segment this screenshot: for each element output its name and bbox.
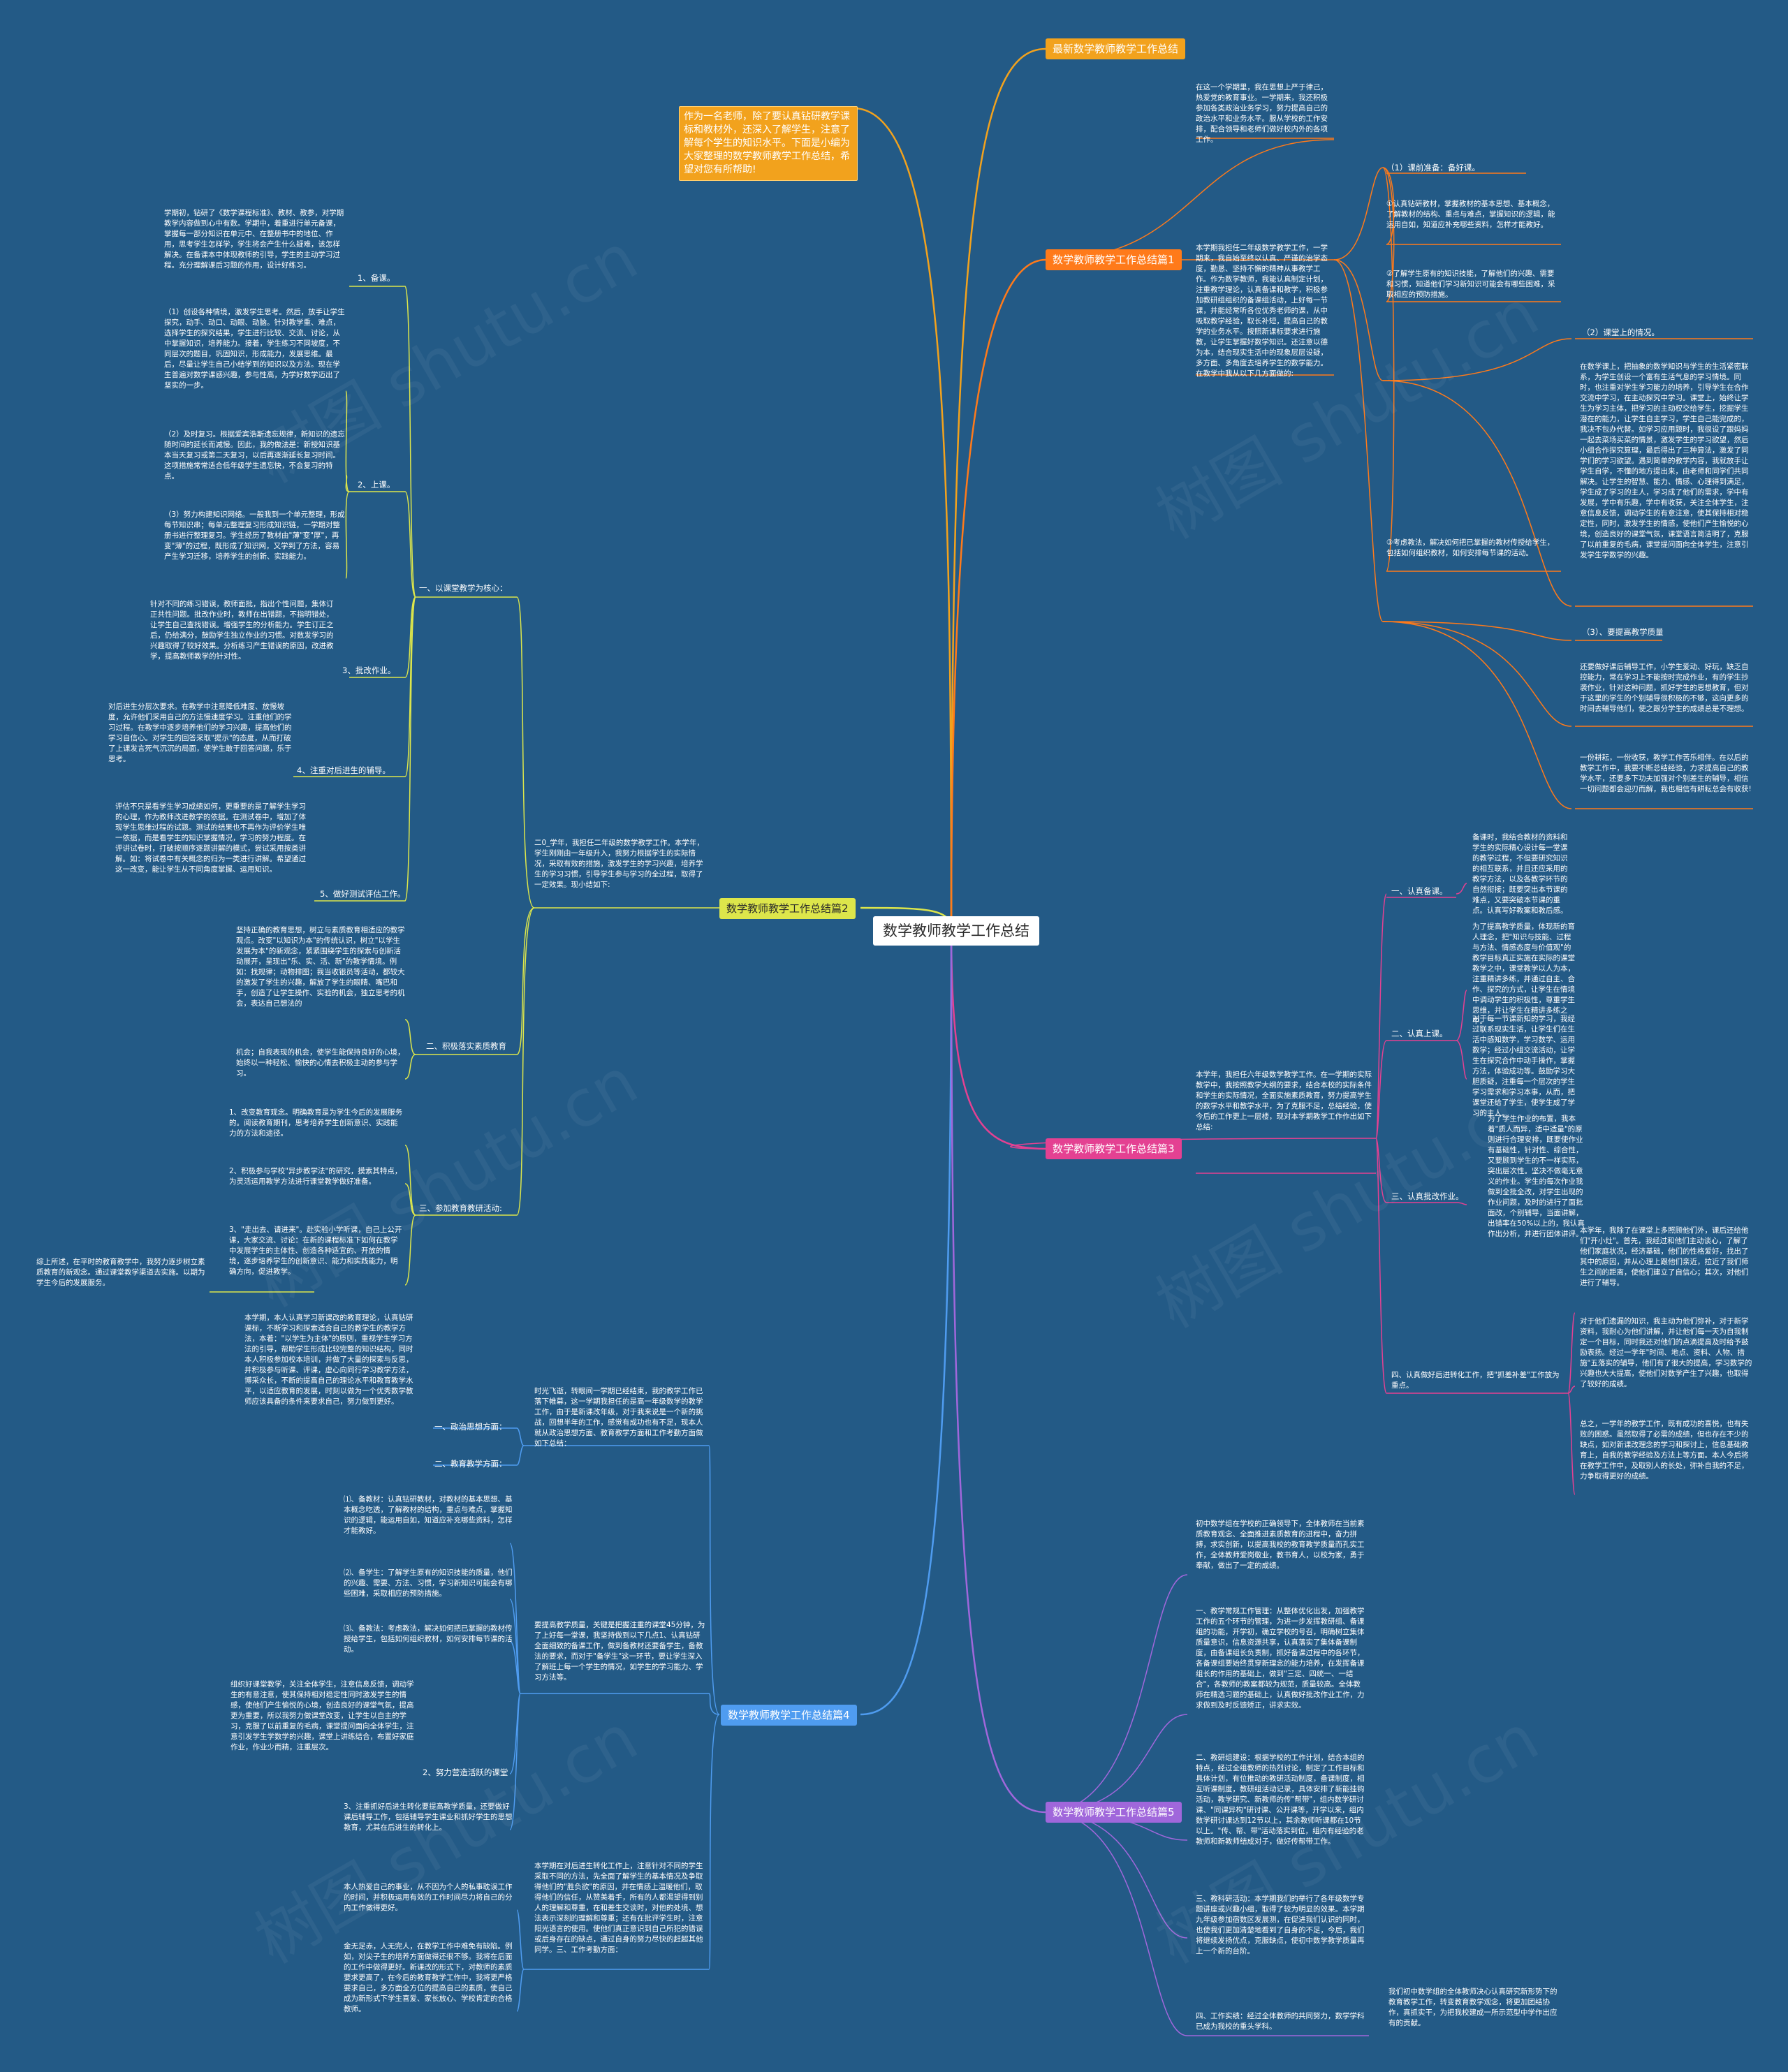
b3-h1-text: 备课时，我结合教材的资料和学生的实际精心设计每一堂课的教学过程，不但要研究知识的… [1472, 833, 1568, 915]
b2-h2-b: 机会；自我表现的机会，使学生能保持良好的心境，始终以一种轻松、愉快的心情去积极主… [236, 1048, 405, 1078]
b1-quality-title: （3）、要提高教学质量 [1582, 627, 1664, 637]
b3-h2-b: 对于每一节课新知的学习，我经过联系现实生活，让学生们在生活中感知数学，学习数学、… [1472, 1015, 1575, 1117]
b1-paragraph-1: 在这一个学期里，我在思想上严于律己，热爱党的教育事业。一学期来，我还积极参加各类… [1196, 83, 1328, 144]
b2-h1-s1: 1、备课。 [358, 273, 395, 283]
b2-h3-a: 1、改变教育观念。明确教育是为学生今后的发展服务的。阅读教育期刊，思考培养学生创… [229, 1108, 403, 1138]
b2-h1-s4-text: 对后进生分层次要求。在教学中注意降低难度、放慢坡度，允许他们采用自己的方法慢速度… [108, 703, 292, 763]
b4-h1-text: 本学期，本人认真学习新课改的教育理论，认真钻研课标，不断学习和探索适合自己的教学… [244, 1314, 413, 1406]
b5-p4: 四、工作实绩：经过全体教师的共同努力，数学学科已成为我校的重头学科。 [1196, 2012, 1365, 2031]
b3-h3-text: 为了学生作业的布置，我本着"质人而异，适中适量"的原则进行合理安排，既要使作业有… [1488, 1115, 1585, 1238]
b3-h2-a: 为了提高教学质量，体现新的育人理念，把"知识与技能、过程与方法、情感态度与价值观… [1472, 923, 1575, 1025]
branch-latest-summary[interactable]: 最新数学教师教学工作总结 [1046, 38, 1186, 59]
b2-h1-s5-text: 评估不只是看学生学习成绩如何，更重要的是了解学生学习的心理，作为教师改进教学的依… [115, 802, 306, 874]
branch-summary-2[interactable]: 数学教师教学工作总结篇2 [719, 898, 856, 919]
root-node[interactable]: 数学教师教学工作总结 [873, 916, 1039, 946]
b1-prep-c: ③考虑教法，解决如何把已掌握的教材传授给学生，包括如何组织教材，如何安排每节课的… [1386, 538, 1555, 557]
b2-h2-a: 坚持正确的教育思想，树立与素质教育相适应的教学观点。改变"以知识为本"的传统认识… [236, 926, 405, 1008]
b4-h2: 二、教育教学方面： [434, 1459, 507, 1469]
b4-h2-s2-text: 组织好课堂教学，关注全体学生，注意信息反馈，调动学生的有意注意，使其保持相对稳定… [230, 1680, 414, 1751]
b2-h1-s3: 3、批改作业。 [342, 666, 396, 675]
b5-p2: 二、教研组建设：根据学校的工作计划，结合本组的特点，经过全组教师的热烈讨论，制定… [1196, 1754, 1365, 1846]
branch-summary-4[interactable]: 数学教师教学工作总结篇4 [721, 1705, 857, 1726]
b1-prep-b: ②了解学生原有的知识技能，了解他们的兴趣、需要和习惯，知道他们学习新知识可能会有… [1386, 270, 1555, 299]
b3-h2: 二、认真上课。 [1391, 1029, 1448, 1038]
b4-h2-c: ⑶、备教法：考虑教法，解决如何把已掌握的教材传授给学生，包括如何组织教材，如何安… [344, 1624, 513, 1654]
b4-h2-s2: 2、努力营造活跃的课堂 [423, 1768, 508, 1777]
b5-intro: 初中数学组在学校的正确领导下，全体教师在当前素质教育观念、全面推进素质教育的进程… [1196, 1520, 1365, 1570]
b2-summary: 综上所述，在平时的教育教学中，我努力逐步树立素质教育的新观念。通过课堂教学渠道去… [36, 1258, 205, 1287]
intro-box: 作为一名老师，除了要认真钻研教学课标和教材外，还深入了解学生，注意了解每个学生的… [679, 106, 858, 181]
b1-class-title: （2）课堂上的情况。 [1582, 328, 1659, 337]
b1-prep-a: ①认真钻研教材，掌握教材的基本思想、基本概念，了解教材的结构、重点与难点，掌握知… [1386, 200, 1555, 229]
b1-quality-b: 一份耕耘，一份收获，教学工作苦乐相伴。在以后的教学工作中，我要不断总结经验，力求… [1580, 754, 1752, 793]
b3-h4-b: 对于他们遗漏的知识，我主动为他们弥补，对于新学资料，我耐心为他们讲解，并让他们每… [1580, 1317, 1752, 1388]
branch-summary-3[interactable]: 数学教师教学工作总结篇3 [1046, 1138, 1182, 1159]
b2-h1-s2: 2、上课。 [358, 480, 395, 490]
b2-h1-s2-c: （3）努力构建知识网络。一般我到一个单元整理，形成每节知识串；每单元整理复习形成… [164, 510, 345, 561]
b4-h3-a: 本人热爱自己的事业，从不因为个人的私事耽误工作的时间，并积极运用有效的工作时间尽… [344, 1883, 513, 1912]
b4-h2-s3: 3、注重抓好后进生转化要提高教学质量，还要做好课后辅导工作，包括辅导学生课业和抓… [344, 1802, 513, 1832]
b3-h4-a: 本学年，我除了在课堂上多照顾他们外，课后还给他们"开小灶"。首先，我经过和他们主… [1580, 1226, 1749, 1287]
b2-h1-s1-text: 学期初，钻研了《数学课程标准》、教材、教参，对学期教学内容做到心中有数。学期中，… [164, 209, 344, 270]
b2-intro: 二0_学年，我担任二年级的数学教学工作。本学年，学生刚刚由一年级升入，我努力根据… [534, 839, 704, 889]
b2-h1-s3-text: 针对不同的练习错误，教师面批，指出个性问题，集体订正共性问题。批改作业时，教师在… [150, 600, 334, 661]
b4-h2-a: ⑴、备教材：认真钻研教材，对教材的基本思想、基本概念吃透，了解教材的结构，重点与… [344, 1495, 513, 1535]
b4-h2-b: ⑵、备学生：了解学生原有的知识技能的质量，他们的兴趣、需要、方法、习惯，学习新知… [344, 1568, 513, 1598]
b3-h4: 四、认真做好后进转化工作，把"抓差补差"工作放为重点。 [1391, 1371, 1560, 1390]
b2-h3: 三、参加教育教研活动: [419, 1203, 502, 1213]
b4-intro: 时光飞逝，转眼间一学期已经结束，我的教学工作已落下帷幕，这一学期我担任的是高一年… [534, 1387, 703, 1448]
branch-summary-1[interactable]: 数学教师教学工作总结篇1 [1046, 249, 1182, 270]
b3-h1: 一、认真备课。 [1391, 886, 1448, 896]
b4-h3-b: 金无足赤，人无完人，在教学工作中难免有缺陷。例如，对尖子生的培养方面做得还很不够… [344, 1942, 513, 2013]
b2-h3-c: 3、"走出去、请进来"。赴实验小学听课，自己上公开课，大家交流、讨论：在新的课程… [229, 1226, 402, 1276]
b2-h1-s5: 5、做好测试评估工作。 [320, 889, 406, 899]
b4-h1: 一、政治思想方面： [434, 1422, 507, 1432]
b2-h1-s4: 4、注重对后进生的辅导。 [297, 765, 390, 775]
b3-summary: 总之，一学年的教学工作，既有成功的喜悦，也有失败的困惑。虽然取得了必需的成绩，但… [1580, 1420, 1749, 1480]
b3-h3: 三、认真批改作业。 [1391, 1191, 1464, 1201]
b2-h1-s2-b: （2）及时复习。根据爱宾浩斯遗忘规律，新知识的遗忘随时间的延长而减慢。因此，我的… [164, 430, 345, 480]
b1-quality-a: 还要做好课后辅导工作，小学生爱动、好玩，缺乏自控能力，常在学习上不能按时完成作业… [1580, 663, 1749, 713]
b1-paragraph-2: 本学期我担任二年级数学教学工作，一学期来，我自始至终以认真、严谨的治学态度，勤恳… [1196, 244, 1328, 378]
b2-h2: 二、积极落实素质教育 [426, 1041, 506, 1051]
b3-intro: 本学年，我担任六年级数学教学工作。在一学期的实际教学中，我按照教学大纲的要求，结… [1196, 1071, 1372, 1131]
b2-h1-s2-a: （1）创设各种情境，激发学生思考。然后，放手让学生探究，动手、动口、动眼、动脑。… [164, 308, 345, 390]
b1-class-text: 在数学课上，把抽象的数学知识与学生的生活紧密联系，为学生创设一个富有生活气息的学… [1580, 362, 1749, 559]
b1-prep-title: （1）课前准备：备好课。 [1386, 163, 1480, 172]
b4-h2-intro: 要提高教学质量，关键是把握注重的课堂45分钟，为了上好每一堂课，我坚持做到以下几… [534, 1621, 705, 1682]
b2-h1: 一、以课堂教学为核心： [419, 583, 508, 593]
b5-p5: 我们初中数学组的全体教师决心认真研究新形势下的教育教学工作，转变教育教学观念，将… [1388, 1987, 1558, 2027]
b5-p1: 一、教学常规工作管理：从整体优化出发，加强教学工作的五个环节的管理，为进一步发挥… [1196, 1607, 1365, 1710]
b4-h3-intro: 本学期在对后进生转化工作上，注意针对不同的学生采取不同的方法，先全面了解学生的基… [534, 1862, 703, 1954]
b2-h3-b: 2、积极参与学校"异步教学法"的研究，摸索其特点，为灵活运用教学方法进行课堂教学… [229, 1167, 402, 1186]
branch-summary-5[interactable]: 数学教师教学工作总结篇5 [1046, 1802, 1182, 1823]
b5-p3: 三、教科研活动：本学期我们的举行了各年级数学专题讲座或兴趣小组，取得了较为明显的… [1196, 1895, 1365, 1955]
